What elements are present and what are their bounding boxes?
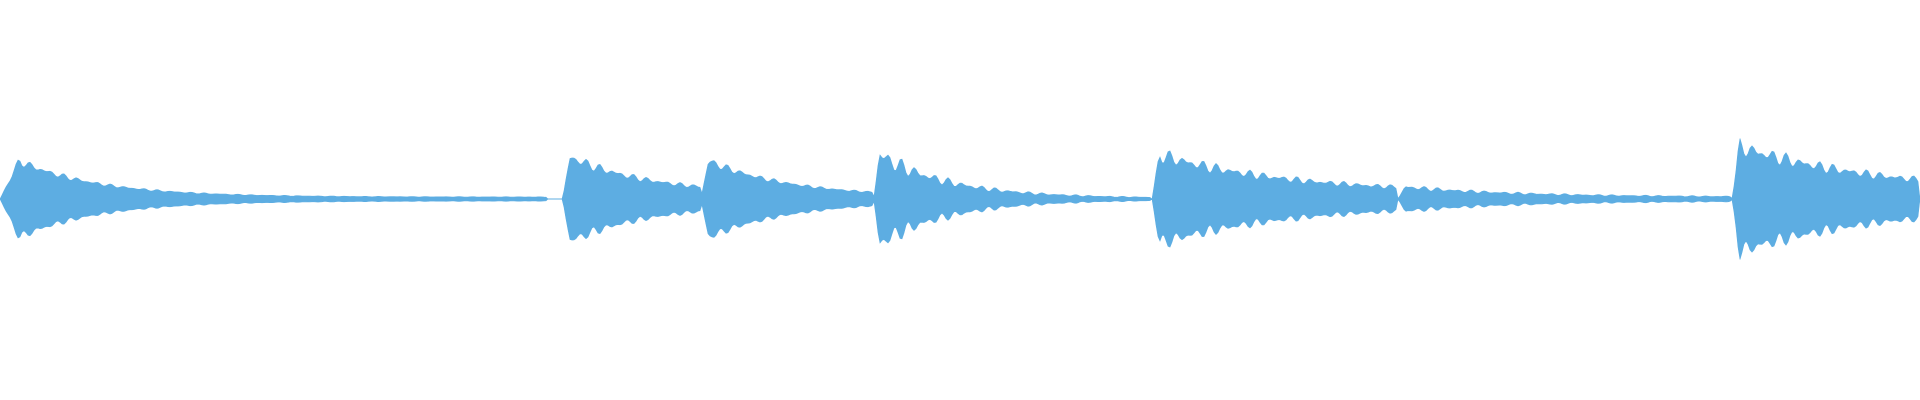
audio-waveform[interactable]	[0, 0, 1920, 400]
waveform-canvas[interactable]	[0, 0, 1920, 400]
